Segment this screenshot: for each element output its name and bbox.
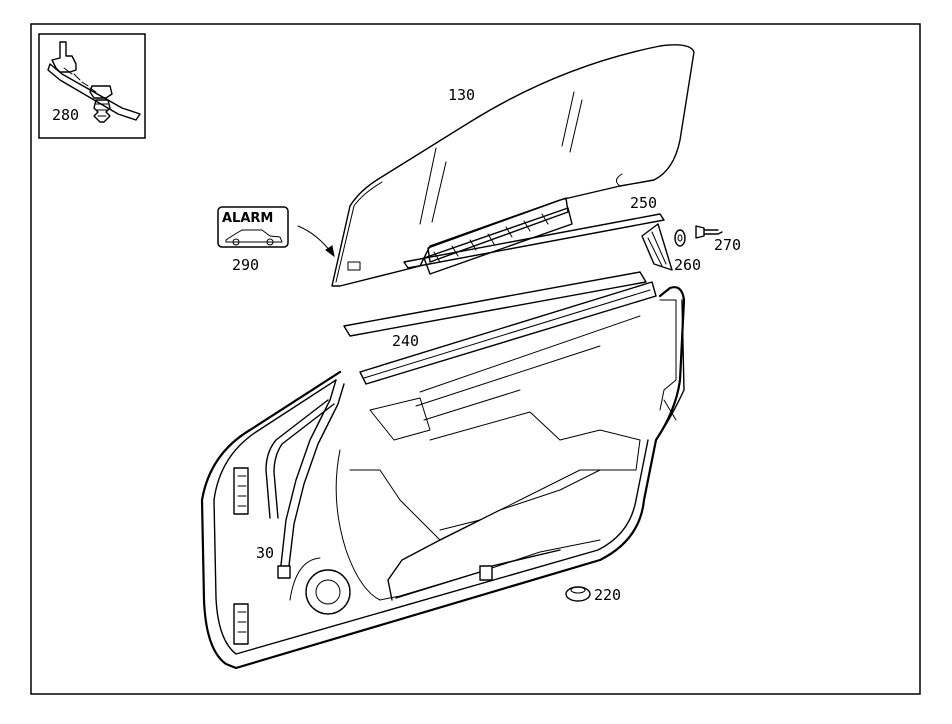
nut-260 xyxy=(674,229,686,247)
label-250: 250 xyxy=(630,194,657,212)
label-280: 280 xyxy=(52,106,79,124)
label-240: 240 xyxy=(392,332,419,350)
alarm-badge: ALARM xyxy=(217,206,289,248)
outer-weatherstrip xyxy=(403,213,673,271)
label-270: 270 xyxy=(714,236,741,254)
plug-220 xyxy=(565,586,591,602)
label-130: 130 xyxy=(448,86,475,104)
label-30: 30 xyxy=(256,544,274,562)
diagram-frame xyxy=(30,23,921,695)
alarm-arrowhead xyxy=(325,245,335,258)
inner-weatherstrip xyxy=(343,271,657,385)
screw-270 xyxy=(695,225,723,239)
door-shell xyxy=(200,286,686,670)
label-260: 260 xyxy=(674,256,701,274)
alarm-badge-text: ALARM xyxy=(222,211,273,226)
label-220: 220 xyxy=(594,586,621,604)
window-channel xyxy=(265,379,345,579)
inset-clip-detail: 280 xyxy=(38,33,146,139)
label-290: 290 xyxy=(232,256,259,274)
door-glass xyxy=(331,44,695,287)
